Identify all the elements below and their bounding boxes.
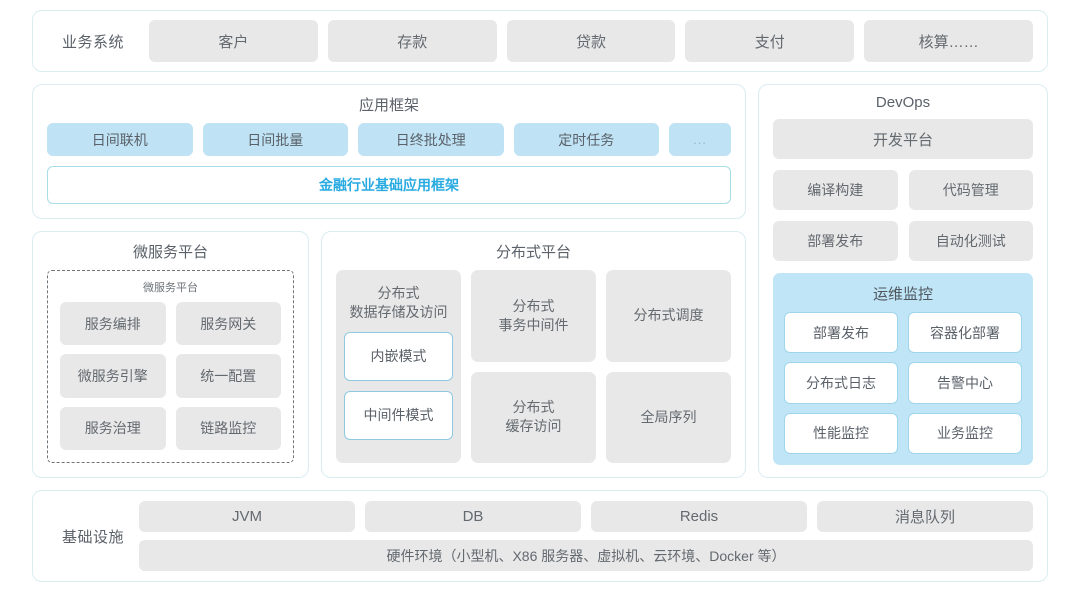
ops-monitoring-title: 运维监控 [872, 286, 933, 303]
dist-cache-line2: 缓存访问 [505, 418, 562, 435]
infrastructure-body: JVM DB Redis 消息队列 硬件环境（小型机、X86 服务器、虚拟机、云… [139, 501, 1033, 571]
dist-card-scheduling[interactable]: 分布式调度 [606, 270, 731, 362]
devops-cell-compile-build[interactable]: 编译构建 [773, 170, 898, 210]
dist-cache-line1: 分布式 [512, 399, 555, 416]
appfw-pill-daytime-online[interactable]: 日间联机 [47, 123, 193, 156]
dist-card-head-line2: 数据存储及访问 [349, 303, 448, 320]
appfw-pill-eod-batch[interactable]: 日终批处理 [358, 123, 504, 156]
business-item-loan[interactable]: 贷款 [506, 20, 676, 62]
ops-monitoring-grid: 部署发布 容器化部署 分布式日志 告警中心 性能监控 业务监控 [784, 312, 1022, 454]
dist-card-head-line1: 分布式 [377, 285, 420, 301]
middle-left-column: 应用框架 日间联机 日间批量 日终批处理 定时任务 ... 金融行业基础应用框架… [32, 84, 746, 478]
ms-cell-unified-config[interactable]: 统一配置 [175, 354, 281, 398]
ms-cell-service-governance[interactable]: 服务治理 [60, 406, 166, 450]
devops-dev-platform[interactable]: 开发平台 [773, 119, 1033, 159]
devops-body: DevOps 开发平台 编译构建 代码管理 部署发布 自动化测试 运维监控 部署… [759, 85, 1047, 477]
dist-card-cache-access[interactable]: 分布式 缓存访问 [471, 371, 596, 463]
ms-cell-microservice-engine[interactable]: 微服务引擎 [60, 354, 166, 398]
ms-cell-link-monitoring[interactable]: 链路监控 [175, 406, 281, 450]
microservice-platform-title: 微服务平台 [132, 244, 208, 261]
business-systems-panel: 业务系统 客户 存款 贷款 支付 核算…… [32, 10, 1048, 72]
distributed-column-1: 分布式 数据存储及访问 内嵌模式 中间件模式 [336, 270, 461, 463]
infrastructure-panel: 基础设施 JVM DB Redis 消息队列 硬件环境（小型机、X86 服务器、… [32, 490, 1048, 582]
dist-cache-text: 分布式 缓存访问 [506, 398, 562, 436]
application-framework-pills: 日间联机 日间批量 日终批处理 定时任务 ... [47, 123, 731, 156]
infra-item-db[interactable]: DB [365, 501, 581, 532]
dist-card-data-storage-head: 分布式 数据存储及访问 [350, 284, 448, 322]
business-item-customer[interactable]: 客户 [149, 20, 318, 62]
ops-cell-containerized-deploy[interactable]: 容器化部署 [908, 312, 1022, 354]
devops-cell-deploy-release[interactable]: 部署发布 [773, 221, 898, 261]
ops-cell-deploy-release[interactable]: 部署发布 [784, 312, 898, 354]
infrastructure-row: JVM DB Redis 消息队列 [139, 501, 1033, 532]
distributed-column-3: 分布式调度 全局序列 [606, 270, 731, 463]
appfw-pill-more[interactable]: ... [669, 123, 731, 156]
devops-cell-code-management[interactable]: 代码管理 [908, 170, 1033, 210]
dist-tx-line2: 事务中间件 [498, 316, 569, 333]
ops-monitoring-panel: 运维监控 部署发布 容器化部署 分布式日志 告警中心 性能监控 业务监控 [773, 273, 1033, 465]
dist-mode-middleware[interactable]: 中间件模式 [344, 390, 453, 440]
appfw-pill-scheduled-task[interactable]: 定时任务 [513, 123, 659, 156]
appfw-pill-daytime-batch[interactable]: 日间批量 [202, 123, 348, 156]
microservice-dashed-box: 微服务平台 服务编排 服务网关 微服务引擎 统一配置 服务治理 链路监控 [47, 270, 294, 463]
ms-cell-service-gateway[interactable]: 服务网关 [175, 302, 281, 346]
devops-grid: 编译构建 代码管理 部署发布 自动化测试 [773, 170, 1033, 261]
infra-item-message-queue[interactable]: 消息队列 [817, 501, 1033, 532]
devops-panel: DevOps 开发平台 编译构建 代码管理 部署发布 自动化测试 运维监控 部署… [758, 84, 1048, 478]
business-systems-label: 业务系统 [61, 33, 124, 51]
lower-middle-row: 微服务平台 微服务平台 服务编排 服务网关 微服务引擎 统一配置 服务治理 链路… [32, 231, 746, 478]
microservice-inner-title: 微服务平台 [143, 282, 198, 294]
dist-card-transaction-middleware[interactable]: 分布式 事务中间件 [471, 270, 596, 362]
devops-cell-automated-testing[interactable]: 自动化测试 [908, 221, 1033, 261]
infrastructure-label: 基础设施 [61, 528, 124, 546]
ops-cell-distributed-log[interactable]: 分布式日志 [784, 362, 898, 404]
business-item-payment[interactable]: 支付 [685, 20, 855, 62]
distributed-platform-panel: 分布式平台 分布式 数据存储及访问 内嵌模式 中间件模式 [321, 231, 746, 478]
microservice-platform-panel: 微服务平台 微服务平台 服务编排 服务网关 微服务引擎 统一配置 服务治理 链路… [32, 231, 309, 478]
business-item-accounting[interactable]: 核算…… [864, 20, 1033, 62]
business-item-deposit[interactable]: 存款 [327, 20, 497, 62]
devops-title: DevOps [875, 94, 931, 111]
ops-cell-business-monitoring[interactable]: 业务监控 [908, 412, 1022, 454]
dist-tx-line1: 分布式 [512, 297, 555, 314]
middle-band: 应用框架 日间联机 日间批量 日终批处理 定时任务 ... 金融行业基础应用框架… [32, 84, 1048, 478]
distributed-body: 分布式 数据存储及访问 内嵌模式 中间件模式 分布式 [322, 270, 745, 477]
distributed-platform-title: 分布式平台 [495, 244, 571, 261]
application-framework-title: 应用框架 [358, 97, 419, 114]
infra-item-redis[interactable]: Redis [591, 501, 807, 532]
dist-card-global-sequence[interactable]: 全局序列 [606, 371, 731, 463]
ops-cell-alert-center[interactable]: 告警中心 [908, 362, 1022, 404]
dist-card-transaction-text: 分布式 事务中间件 [499, 297, 569, 335]
application-framework-panel: 应用框架 日间联机 日间批量 日终批处理 定时任务 ... 金融行业基础应用框架 [32, 84, 746, 219]
microservice-grid: 服务编排 服务网关 微服务引擎 统一配置 服务治理 链路监控 [60, 302, 281, 450]
infra-hardware-environment[interactable]: 硬件环境（小型机、X86 服务器、虚拟机、云环境、Docker 等） [139, 540, 1033, 571]
distributed-column-2: 分布式 事务中间件 分布式 缓存访问 [471, 270, 596, 463]
ms-cell-service-orchestration[interactable]: 服务编排 [60, 302, 166, 346]
financial-base-framework-bar[interactable]: 金融行业基础应用框架 [47, 166, 731, 204]
ops-cell-performance-monitoring[interactable]: 性能监控 [784, 412, 898, 454]
dist-card-data-storage-access[interactable]: 分布式 数据存储及访问 内嵌模式 中间件模式 [336, 270, 461, 463]
dist-mode-embedded[interactable]: 内嵌模式 [344, 331, 453, 381]
infra-item-jvm[interactable]: JVM [139, 501, 355, 532]
